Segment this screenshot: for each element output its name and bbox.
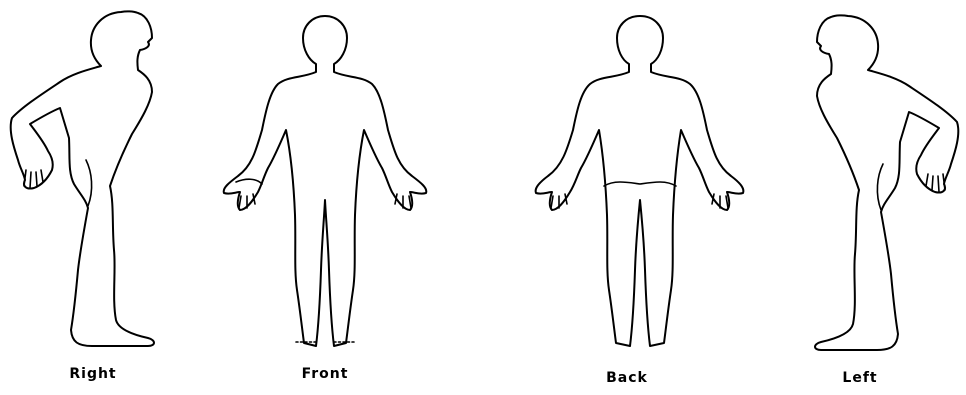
figure-right-side [11, 11, 154, 346]
label-front: Front [302, 366, 349, 382]
right-side-outline [11, 11, 154, 346]
figure-left-side [815, 15, 958, 350]
label-right: Right [69, 366, 116, 382]
left-side-outline [815, 15, 958, 350]
label-left: Left [842, 370, 877, 386]
label-back: Back [606, 370, 648, 386]
back-outline [536, 16, 744, 346]
front-left-wrist [236, 179, 262, 184]
figure-back [536, 16, 744, 346]
right-side-buttock [86, 160, 92, 206]
back-buttocks [604, 182, 676, 186]
left-side-buttock [877, 164, 883, 210]
figure-front [224, 16, 427, 346]
front-outline [224, 16, 427, 346]
